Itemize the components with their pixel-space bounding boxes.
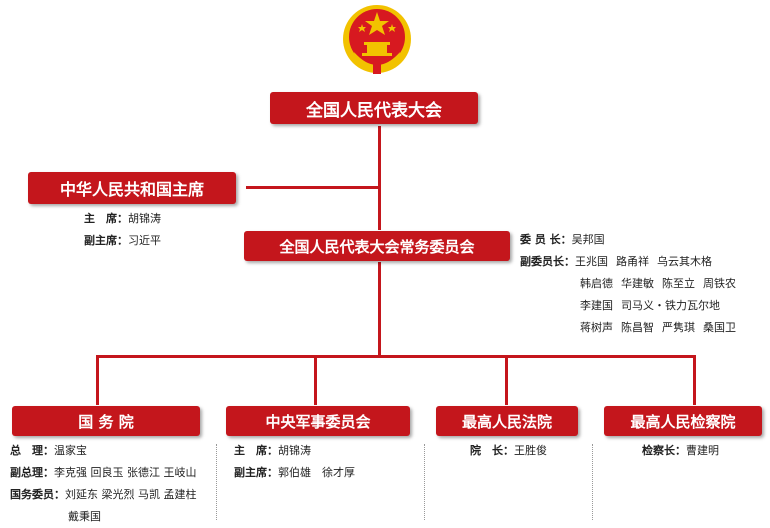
vice-premier-names: 李克强 回良玉 张德江 王岐山 [54,466,197,479]
standing-vice-title: 副委员长： [520,255,575,268]
connector-procuratorate [693,355,696,405]
connector-court [505,355,508,405]
state-council-box[interactable]: 国 务 院 [12,406,200,436]
divider [216,444,217,520]
standing-vice-member: 陈昌智 [621,321,654,334]
president-vice-title: 副主席： [84,234,128,247]
military-info: 主 席：胡锦涛 副主席：郭伯雄 徐才厚 [234,440,355,484]
premier-name: 温家宝 [54,444,87,457]
state-councilor-names: 刘延东 梁光烈 马凯 孟建柱 [65,488,197,501]
military-vice-title: 副主席： [234,466,278,479]
procuratorate-box[interactable]: 最高人民检察院 [604,406,762,436]
standing-vice-member: 华建敏 [621,277,654,290]
standing-vice-member: 王兆国 [575,255,608,268]
state-council-info: 总 理：温家宝 副总理：李克强 回良玉 张德江 王岐山 国务委员：刘延东 梁光烈… [10,440,197,528]
premier-title: 总 理： [10,444,54,457]
court-info: 院 长：王胜俊 [470,440,547,462]
president-info: 主 席：胡锦涛 副主席：习近平 [84,208,161,252]
national-emblem-icon [343,5,411,74]
standing-committee-info: 委 员 长：吴邦国 副委员长：王兆国路甬祥乌云其木格 韩启德华建敏陈至立周铁农 … [520,229,744,339]
standing-chair-title: 委 员 长： [520,233,572,246]
president-chair-name: 胡锦涛 [128,212,161,225]
supreme-court-box[interactable]: 最高人民法院 [436,406,578,436]
military-vice-names: 郭伯雄 徐才厚 [278,466,355,479]
president-chair-title: 主 席： [84,212,128,225]
court-president-name: 王胜俊 [514,444,547,457]
connector-military [314,355,317,405]
procurator-general-title: 检察长： [642,444,686,457]
military-chair-title: 主 席： [234,444,278,457]
standing-vice-member: 严隽琪 [662,321,695,334]
divider [424,444,425,520]
standing-committee-box[interactable]: 全国人民代表大会常务委员会 [244,231,510,261]
standing-vice-member: 陈至立 [662,277,695,290]
standing-vice-member: 周铁农 [703,277,736,290]
procurator-general-name: 曹建明 [686,444,719,457]
standing-vice-member: 桑国卫 [703,321,736,334]
president-vice-name: 习近平 [128,234,161,247]
standing-vice-member: 司马义・铁力瓦尔地 [621,299,720,312]
npc-box[interactable]: 全国人民代表大会 [270,92,478,124]
connector-state-council [96,355,99,405]
connector-top-to-standing [378,126,381,230]
connector-standing-down [378,262,381,356]
court-president-title: 院 长： [470,444,514,457]
military-chair-name: 胡锦涛 [278,444,311,457]
standing-vice-member: 韩启德 [580,277,613,290]
standing-vice-member: 路甬祥 [616,255,649,268]
president-box[interactable]: 中华人民共和国主席 [28,172,236,204]
connector-president [246,186,379,189]
standing-vice-member: 李建国 [580,299,613,312]
connector-horizontal-bus [96,355,696,358]
standing-chair-name: 吴邦国 [571,233,605,246]
state-councilor-title: 国务委员： [10,488,65,501]
standing-vice-member: 乌云其木格 [657,255,712,268]
divider [592,444,593,520]
procuratorate-info: 检察长：曹建明 [642,440,719,462]
state-councilor-names-cont: 戴秉国 [68,510,101,523]
military-commission-box[interactable]: 中央军事委员会 [226,406,410,436]
standing-vice-member: 蒋树声 [580,321,613,334]
vice-premier-title: 副总理： [10,466,54,479]
